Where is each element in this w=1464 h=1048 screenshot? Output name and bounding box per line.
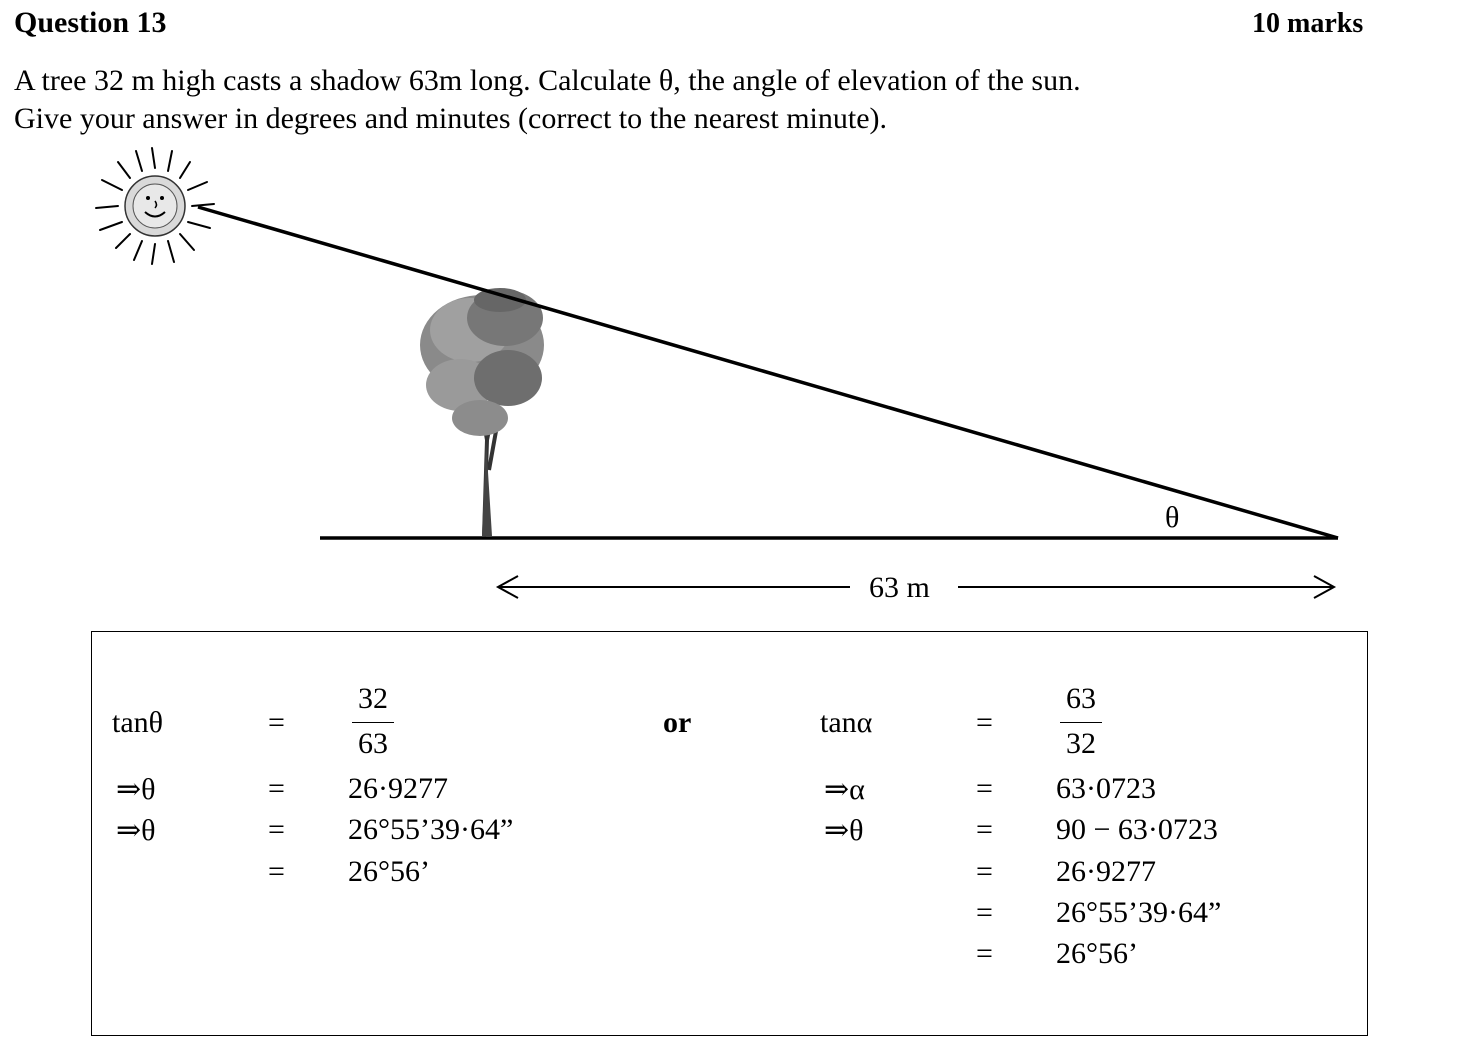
left-row2-rhs: 26·9277 <box>348 772 448 805</box>
left-row3-lhs: ⇒θ <box>116 814 156 847</box>
tree-icon <box>420 288 544 537</box>
right-fraction-denominator: 32 <box>1066 727 1096 760</box>
left-row3-rhs: 26°55’39·64” <box>348 813 514 846</box>
right-row1-eq: = <box>976 706 993 739</box>
sun-icon <box>95 147 215 265</box>
question-text-line-1: A tree 32 m high casts a shadow 63m long… <box>14 64 1081 97</box>
left-row2-eq: = <box>268 772 285 805</box>
left-row1-lhs: tanθ <box>112 706 164 739</box>
left-row3-eq: = <box>268 813 285 846</box>
right-fraction-bar <box>1060 722 1102 723</box>
marks-label: 10 marks <box>1252 8 1364 39</box>
right-row3-rhs: 90 − 63·0723 <box>1056 813 1218 846</box>
left-row1-eq: = <box>268 706 285 739</box>
right-row5-rhs: 26°55’39·64” <box>1056 896 1222 929</box>
left-fraction-bar <box>352 722 394 723</box>
right-row5-eq: = <box>976 896 993 929</box>
left-fraction-denominator: 63 <box>358 727 388 760</box>
right-row6-rhs: 26°56’ <box>1056 937 1138 970</box>
or-label: or <box>663 706 692 739</box>
right-fraction: 63 32 <box>1060 682 1102 761</box>
sun-ray-line <box>197 205 1339 540</box>
right-row2-eq: = <box>976 772 993 805</box>
right-row2-lhs: ⇒α <box>824 773 865 806</box>
left-row2-lhs: ⇒θ <box>116 773 156 806</box>
solution-box: tanθ = 32 63 ⇒θ = 26·9277 ⇒θ = 26°55’39·… <box>91 631 1368 1036</box>
left-row4-rhs: 26°56’ <box>348 855 430 888</box>
angle-theta-label: θ <box>1165 501 1179 534</box>
right-row2-rhs: 63·0723 <box>1056 772 1156 805</box>
left-row4-eq: = <box>268 855 285 888</box>
elevation-diagram: θ 63 m <box>95 147 1339 604</box>
shadow-length-label: 63 m <box>869 571 930 604</box>
question-text-line-2: Give your answer in degrees and minutes … <box>14 102 888 135</box>
shadow-length-arrow <box>495 575 1337 599</box>
right-row3-eq: = <box>976 813 993 846</box>
left-fraction-numerator: 32 <box>358 682 388 715</box>
left-fraction: 32 63 <box>352 682 394 761</box>
right-row1-lhs: tanα <box>820 706 873 739</box>
right-row4-eq: = <box>976 855 993 888</box>
right-row4-rhs: 26·9277 <box>1056 855 1156 888</box>
question-title: Question 13 <box>14 6 167 39</box>
right-fraction-numerator: 63 <box>1066 682 1096 715</box>
right-row6-eq: = <box>976 937 993 970</box>
right-row3-lhs: ⇒θ <box>824 814 864 847</box>
